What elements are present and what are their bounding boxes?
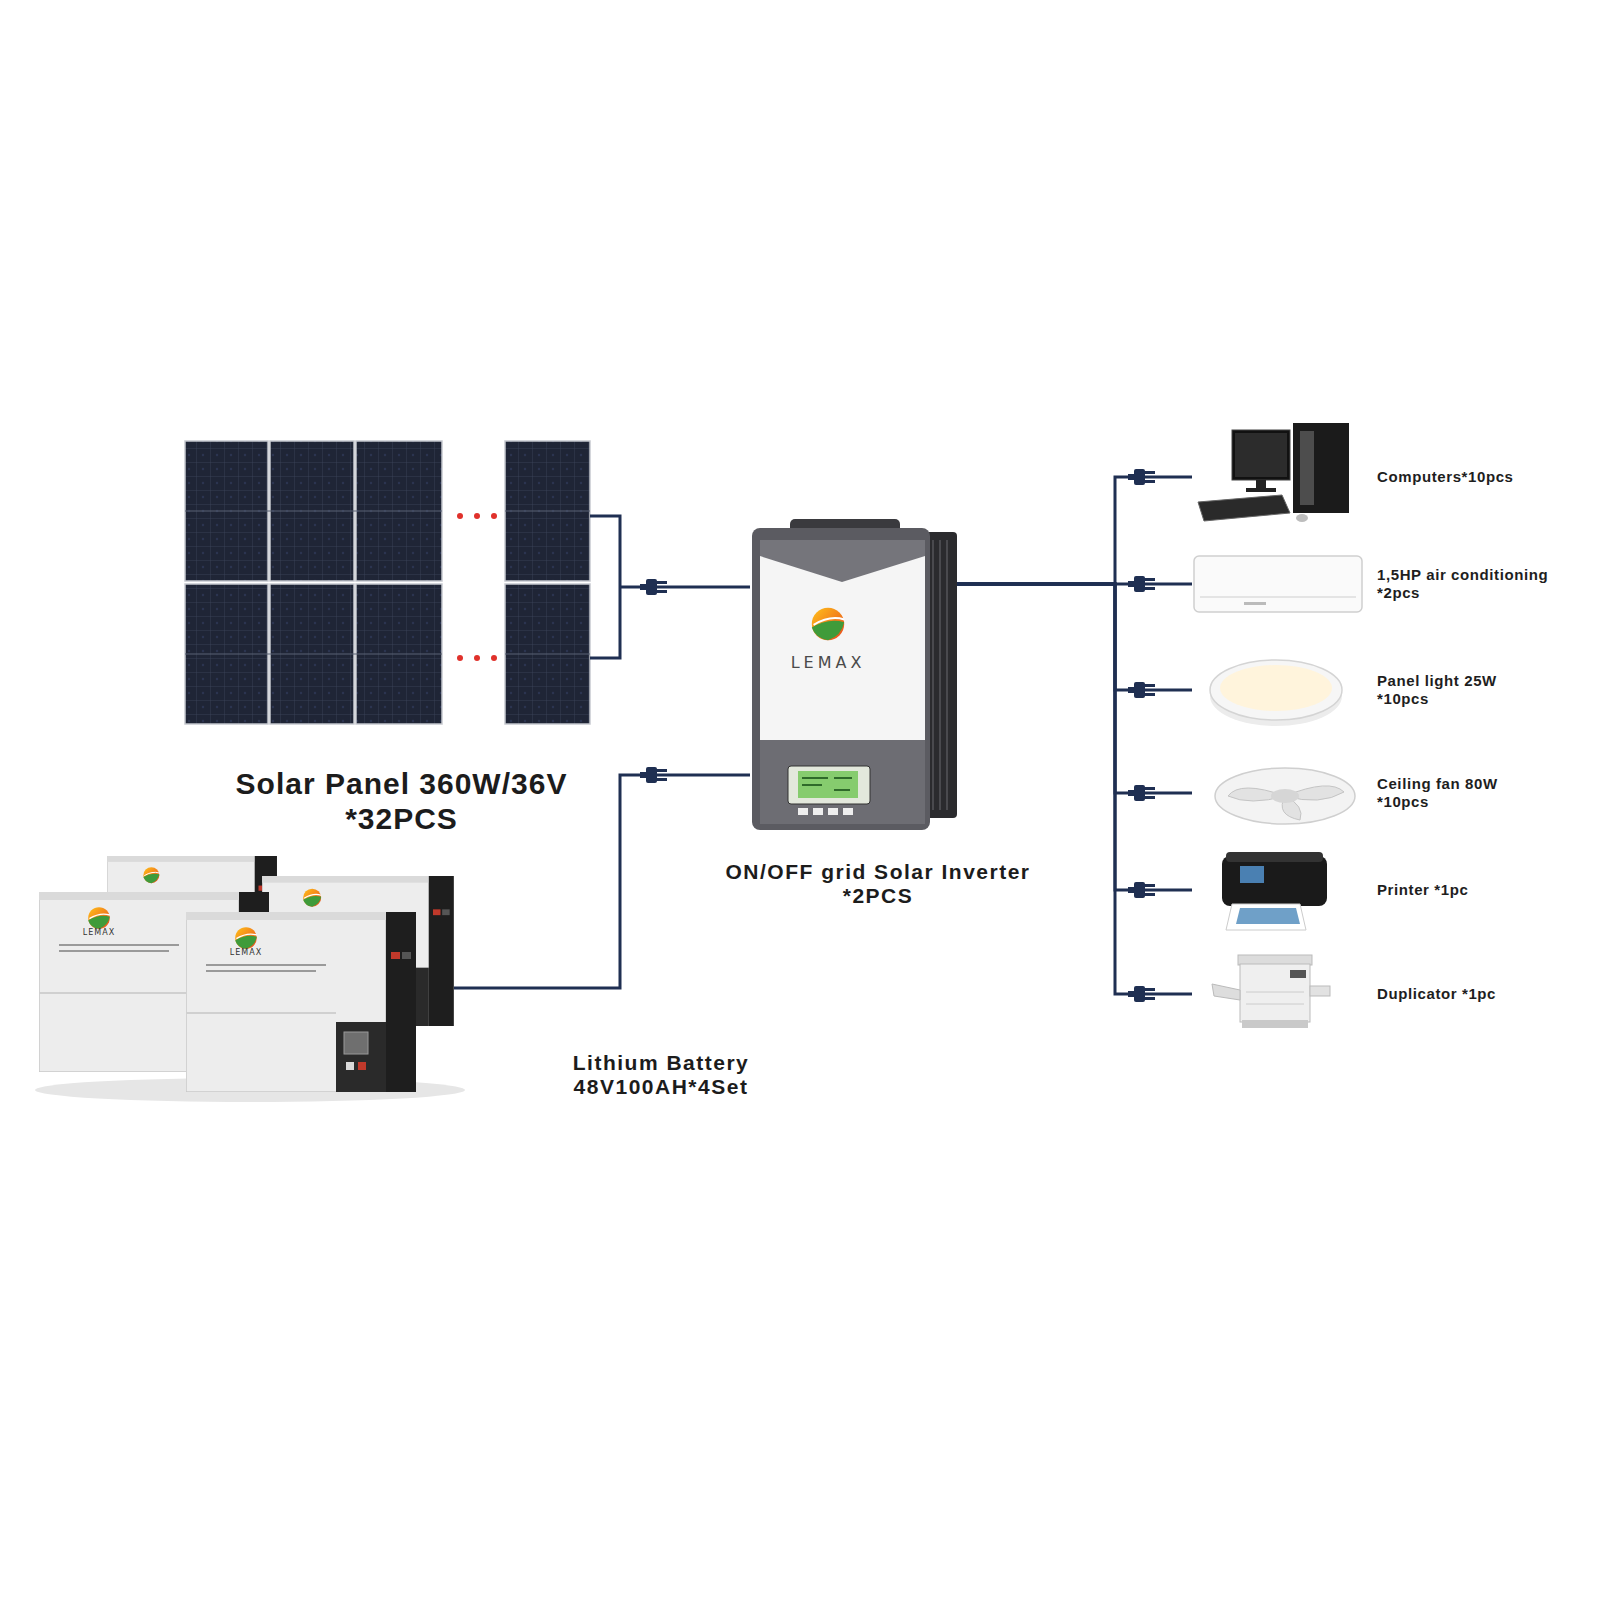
inverter-illustration [798, 771, 858, 798]
panel-light-illustration [1220, 665, 1332, 711]
plug-icons [1128, 682, 1155, 698]
continuation-dots [491, 513, 497, 519]
load-label: Duplicator *1pc [1377, 985, 1577, 1003]
wire-connector [957, 584, 1192, 690]
air-conditioner-illustration [1194, 556, 1362, 612]
load-label: Ceiling fan 80W *10pcs [1377, 775, 1517, 811]
printer-illustration [1236, 908, 1300, 924]
plug-icons [1128, 785, 1155, 801]
wire-connector [454, 775, 750, 988]
plug-icons [640, 579, 667, 595]
solar-panel-illustration [185, 441, 590, 724]
air-conditioner-illustration [1194, 556, 1362, 612]
panel-light-illustration [1210, 660, 1342, 726]
duplicator-illustration [1212, 984, 1240, 1000]
load-label: Printer *1pc [1377, 881, 1577, 899]
inverter-illustration [760, 740, 925, 824]
inverter-illustration [752, 519, 957, 830]
computer-illustration [1246, 488, 1276, 492]
ceiling-fan-illustration [1228, 786, 1344, 820]
inverter-illustration [843, 808, 853, 815]
inverter-illustration [812, 608, 844, 640]
computer-illustration [1256, 480, 1266, 488]
duplicator-illustration [1246, 992, 1304, 1004]
load-label: Computers*10pcs [1377, 468, 1577, 486]
printer-illustration [1222, 856, 1327, 906]
printer-load: Printer *1pc [1192, 842, 1567, 938]
ceiling-fan-illustration [1271, 789, 1299, 803]
printer-illustration [1222, 852, 1327, 930]
wire-connector [957, 584, 1192, 890]
device-label: Solar Panel 360W/36V *32PCS [189, 767, 614, 836]
duplicator-load: Duplicator *1pc [1192, 946, 1567, 1042]
brand-mark: LEMAX [226, 949, 266, 958]
computer-illustration [1232, 430, 1290, 480]
inverter-illustration [760, 540, 925, 582]
printer-illustration [1226, 852, 1323, 862]
brand-mark: LEMAX [79, 929, 119, 938]
continuation-dots [457, 513, 463, 519]
duplicator-illustration [1242, 1020, 1308, 1028]
ceiling-fan-illustration [1215, 768, 1355, 824]
device-label: ON/OFF grid Solar Inverter *2PCS [708, 860, 1048, 908]
battery-illustration [35, 856, 465, 1102]
plug-icons [640, 767, 667, 783]
duplicator-illustration [1310, 986, 1330, 996]
printer-illustration [1240, 866, 1264, 883]
solar-panel-illustration [185, 511, 590, 654]
ceiling-fan-load: Ceiling fan 80W *10pcs [1192, 745, 1567, 841]
computer-illustration [1198, 423, 1349, 522]
computer-load: Computers*10pcs [1192, 429, 1567, 525]
plug-icons [1128, 986, 1155, 1002]
plug-icons [1128, 576, 1155, 592]
inverter: LEMAXON/OFF grid Solar Inverter *2PCS [750, 522, 957, 832]
air-conditioner-illustration [1200, 596, 1356, 598]
battery-illustration [186, 912, 416, 1092]
inverter-illustration [798, 808, 808, 815]
inverter-illustration [788, 766, 870, 804]
duplicator-illustration [1290, 970, 1306, 978]
wire-connector [957, 584, 1192, 793]
load-label: 1,5HP air conditioning *2pcs [1377, 566, 1572, 602]
inverter-illustration [752, 528, 930, 830]
continuation-dots [457, 655, 463, 661]
duplicator-illustration [1212, 955, 1330, 1028]
inverter-illustration [760, 540, 925, 740]
continuation-dots [474, 655, 480, 661]
computer-illustration [1198, 495, 1290, 521]
computer-illustration [1300, 431, 1314, 505]
panel-light-illustration [1210, 660, 1342, 720]
air-conditioner-load: 1,5HP air conditioning *2pcs [1192, 536, 1567, 632]
wire-connector [957, 477, 1192, 584]
continuation-dots [474, 513, 480, 519]
battery-bank: Lithium Battery 48V100AH*4Set [39, 870, 454, 1095]
panel-light-load: Panel light 25W *10pcs [1192, 642, 1567, 738]
plug-icons [1128, 469, 1155, 485]
computer-illustration [1293, 423, 1349, 513]
solar-panel-array: Solar Panel 360W/36V *32PCS [185, 440, 620, 725]
wire-connector [957, 584, 1192, 994]
continuation-dots [457, 513, 497, 661]
plug-icons [1128, 882, 1155, 898]
wire-connector [620, 586, 750, 589]
brand-text: LEMAX [758, 653, 898, 672]
plug-icons [640, 469, 1155, 1002]
computer-illustration [1296, 514, 1308, 522]
device-label: Lithium Battery 48V100AH*4Set [546, 1051, 776, 1099]
continuation-dots [491, 655, 497, 661]
inverter-illustration [828, 808, 838, 815]
inverter-illustration [813, 808, 823, 815]
ceiling-fan-illustration [1215, 768, 1355, 824]
load-label: Panel light 25W *10pcs [1377, 672, 1517, 708]
computer-illustration [1235, 433, 1287, 477]
duplicator-illustration [1240, 964, 1310, 1022]
printer-illustration [1226, 904, 1306, 930]
air-conditioner-illustration [1244, 602, 1266, 605]
panel-bracket-wire [590, 516, 620, 658]
inverter-illustration [802, 778, 852, 790]
